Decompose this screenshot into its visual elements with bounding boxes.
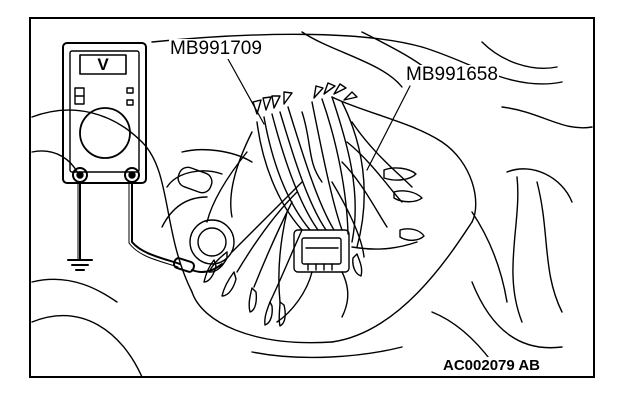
callout-mb991709: MB991709 <box>169 38 263 59</box>
voltmeter-icon <box>62 42 147 184</box>
wire-bundle <box>206 96 418 323</box>
diagram-frame: V MB991709 MB991658 AC002079 AB <box>29 17 595 378</box>
figure-id: AC002079 AB <box>443 357 540 374</box>
callout-leaders <box>227 58 411 171</box>
illustration: V <box>31 31 593 376</box>
meter-leads <box>77 181 223 273</box>
connector-icon <box>189 219 350 273</box>
meter-display-symbol: V <box>97 55 109 74</box>
callout-mb991658: MB991658 <box>405 64 499 85</box>
ground-symbol-icon <box>67 259 93 271</box>
alligator-clip-icon <box>177 82 425 327</box>
